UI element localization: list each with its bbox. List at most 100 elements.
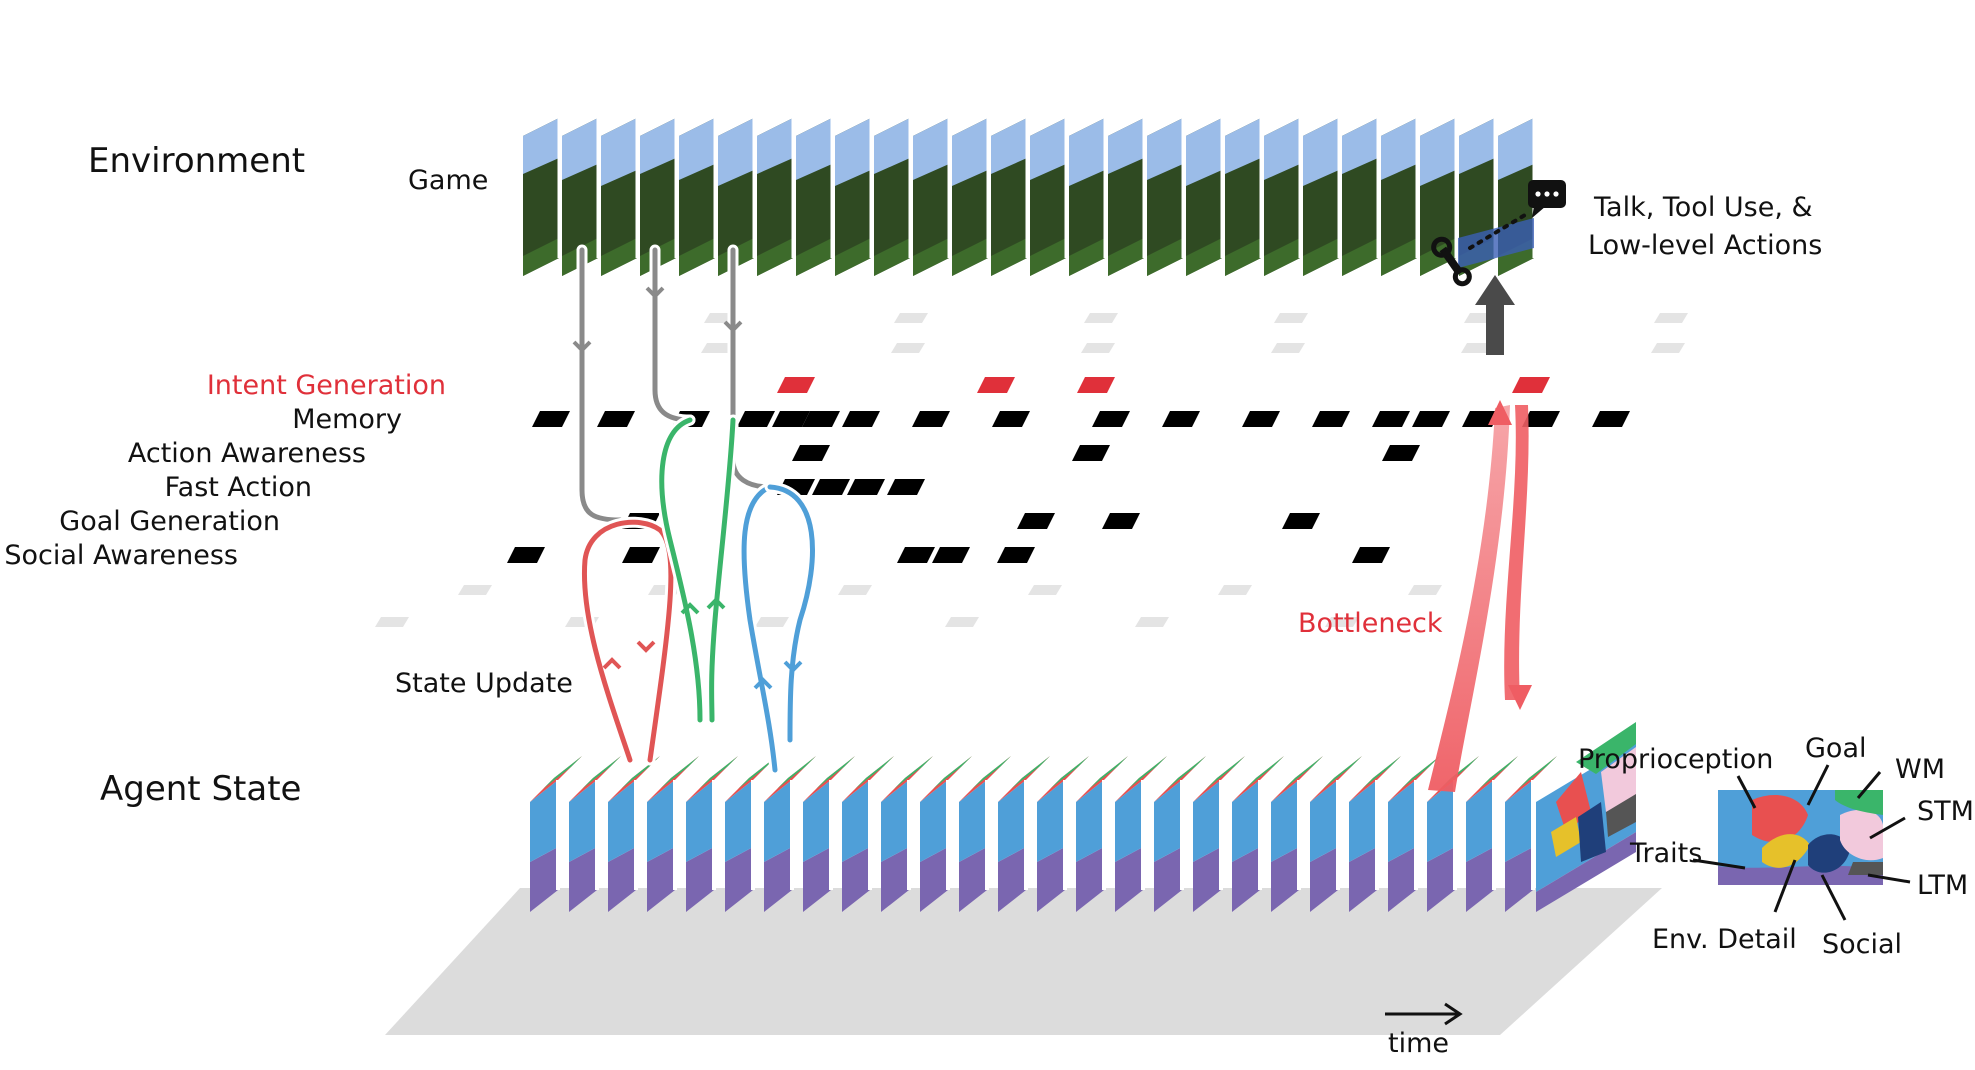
process-event — [992, 411, 1030, 427]
process-event — [802, 411, 840, 427]
water-patch — [1458, 218, 1534, 268]
faded-event — [894, 313, 928, 323]
game-frame — [1186, 118, 1224, 276]
process-event — [597, 411, 635, 427]
process-label-intent-generation: Intent Generation — [207, 370, 446, 401]
faded-event — [375, 617, 409, 627]
game-frame — [1108, 118, 1146, 276]
flow-chevron — [706, 597, 726, 610]
process-event — [532, 411, 570, 427]
time-floor — [385, 888, 1662, 1035]
time-label: time — [1388, 1028, 1449, 1059]
process-event — [1162, 411, 1200, 427]
game-frame — [679, 118, 717, 276]
game-frame — [523, 118, 561, 276]
process-event — [847, 479, 885, 495]
faded-event — [1651, 343, 1685, 353]
state-frame — [1037, 756, 1089, 912]
flow-chevron — [602, 657, 622, 670]
action-flow — [767, 484, 815, 743]
information-flows — [572, 244, 818, 776]
faded-event — [701, 343, 735, 353]
agent-state-frames — [530, 722, 1636, 912]
faded-event — [1654, 313, 1688, 323]
legend-wm: WM — [1895, 754, 1945, 785]
state-frame — [1466, 756, 1518, 912]
actions-label-line2: Low-level Actions — [1588, 230, 1822, 261]
game-frame — [1342, 118, 1380, 276]
agent-state-label: Agent State — [100, 769, 301, 809]
flow-chevron — [753, 677, 773, 690]
process-track — [430, 411, 1720, 427]
process-label-action-awareness: Action Awareness — [128, 438, 366, 469]
flow-chevron — [645, 286, 665, 299]
process-label-social-awareness: Social Awareness — [4, 540, 238, 571]
process-event — [887, 479, 925, 495]
legend-env-detail: Env. Detail — [1652, 924, 1797, 955]
actions-label-line1: Talk, Tool Use, & — [1593, 192, 1813, 223]
process-event — [1352, 547, 1390, 563]
faded-event — [1408, 585, 1442, 595]
faded-event — [1218, 585, 1252, 595]
faded-event — [1271, 343, 1305, 353]
faded-event — [1081, 343, 1115, 353]
game-frame — [1420, 118, 1458, 276]
state-frame — [608, 756, 660, 912]
process-track — [390, 445, 1690, 461]
flow-chevron — [636, 640, 656, 653]
process-event — [1592, 411, 1630, 427]
faded-event — [458, 585, 492, 595]
process-event — [507, 547, 545, 563]
state-frame — [1154, 756, 1206, 912]
process-event — [1102, 513, 1140, 529]
game-frame — [796, 118, 834, 276]
game-frame — [1069, 118, 1107, 276]
process-event — [1312, 411, 1350, 427]
game-frame — [1147, 118, 1185, 276]
faded-event — [1274, 313, 1308, 323]
state-frame — [1349, 756, 1401, 912]
flow-chevron — [680, 602, 700, 615]
action-dotted-link — [1468, 210, 1532, 250]
state-frame — [1505, 756, 1557, 912]
input-flow — [579, 247, 623, 523]
game-frame — [601, 118, 639, 276]
process-event — [1072, 445, 1110, 461]
game-frame — [991, 118, 1029, 276]
faded-event — [1325, 617, 1359, 627]
process-event — [1282, 513, 1320, 529]
process-label-fast-action: Fast Action — [165, 472, 312, 503]
state-frame — [1232, 756, 1284, 912]
process-event — [777, 377, 815, 393]
state-frame — [725, 756, 777, 912]
up-arrow-icon — [1475, 275, 1515, 355]
process-track — [350, 479, 1650, 495]
state-frame — [842, 756, 894, 912]
faded-event — [1135, 617, 1169, 627]
state-frame — [764, 756, 816, 912]
process-event — [997, 547, 1035, 563]
game-frame — [835, 118, 873, 276]
state-frame — [530, 756, 582, 912]
process-event — [1382, 445, 1420, 461]
process-event — [912, 411, 950, 427]
legend-ltm: LTM — [1917, 870, 1968, 901]
faded-event — [838, 585, 872, 595]
process-event — [792, 445, 830, 461]
memory-flow — [709, 417, 736, 723]
flow-chevron — [783, 660, 803, 673]
faded-event — [1084, 313, 1118, 323]
state-frame — [998, 756, 1050, 912]
process-event — [1017, 513, 1055, 529]
state-frame — [1115, 756, 1167, 912]
state-frame — [1310, 756, 1362, 912]
state-frame — [1271, 756, 1323, 912]
process-track — [490, 377, 1760, 393]
game-frame — [1030, 118, 1068, 276]
process-event — [1242, 411, 1280, 427]
legend-proprioception: Proprioception — [1578, 744, 1773, 775]
game-frame — [640, 118, 678, 276]
time-arrow-icon — [1385, 1002, 1463, 1026]
game-frame — [757, 118, 795, 276]
